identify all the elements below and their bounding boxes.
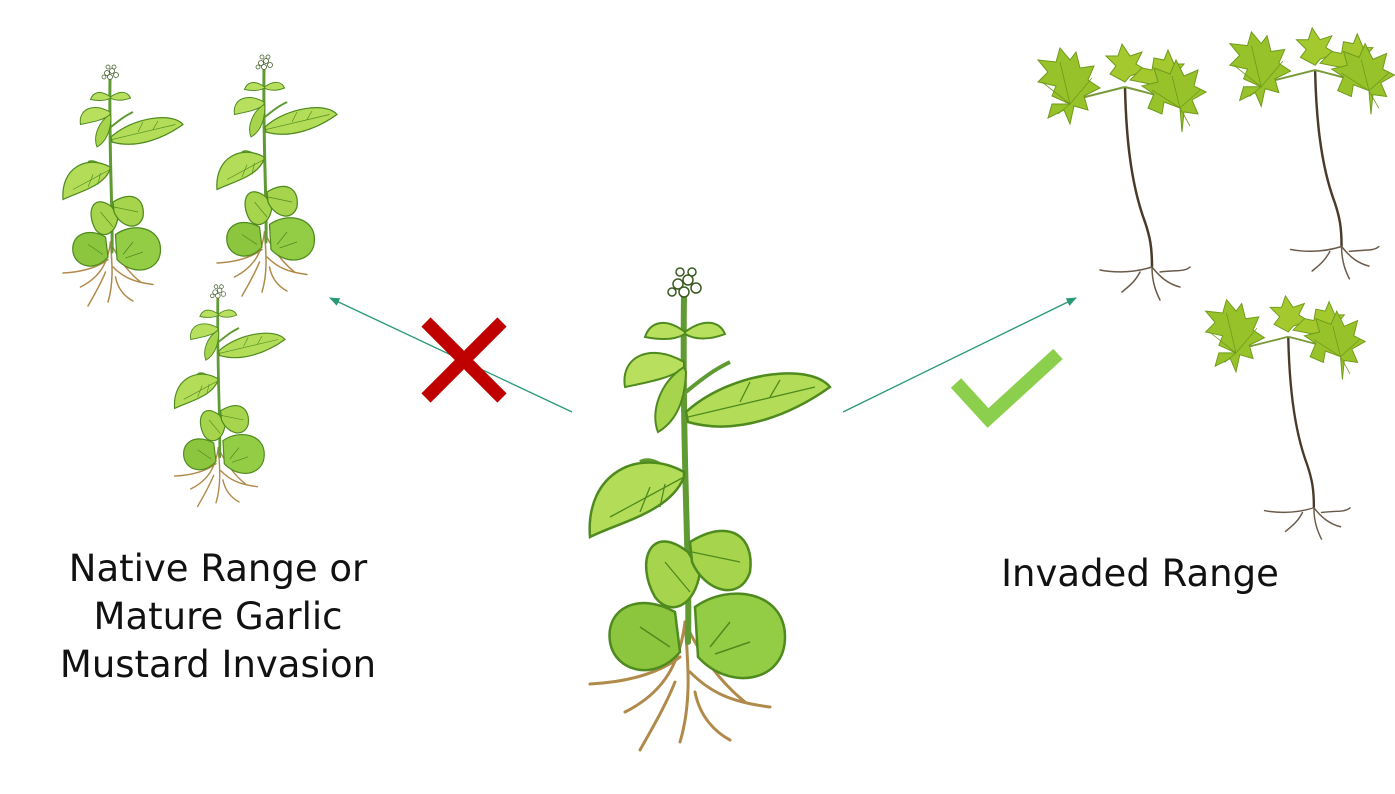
native-range-label-line-2: Mature Garlic [93, 595, 343, 638]
native-plant-1 [61, 63, 185, 308]
check-mark-icon [950, 348, 1063, 428]
center-garlic-mustard-plant [590, 268, 830, 750]
cross-mark-icon [421, 317, 507, 403]
native-range-label: Native Range or Mature Garlic Mustard In… [40, 545, 396, 689]
native-range-label-line-3: Mustard Invasion [59, 643, 377, 686]
native-plant-3 [173, 283, 287, 508]
arrow-to-invaded-range [842, 297, 1077, 413]
maple-seedling-3 [1204, 294, 1367, 541]
invaded-range-label-text: Invaded Range [1001, 552, 1279, 595]
invaded-range-label: Invaded Range [990, 550, 1290, 598]
native-plant-2 [215, 53, 339, 298]
maple-seedling-1 [1036, 42, 1208, 302]
native-range-label-line-1: Native Range or [68, 547, 368, 590]
maple-seedling-2 [1228, 26, 1395, 281]
